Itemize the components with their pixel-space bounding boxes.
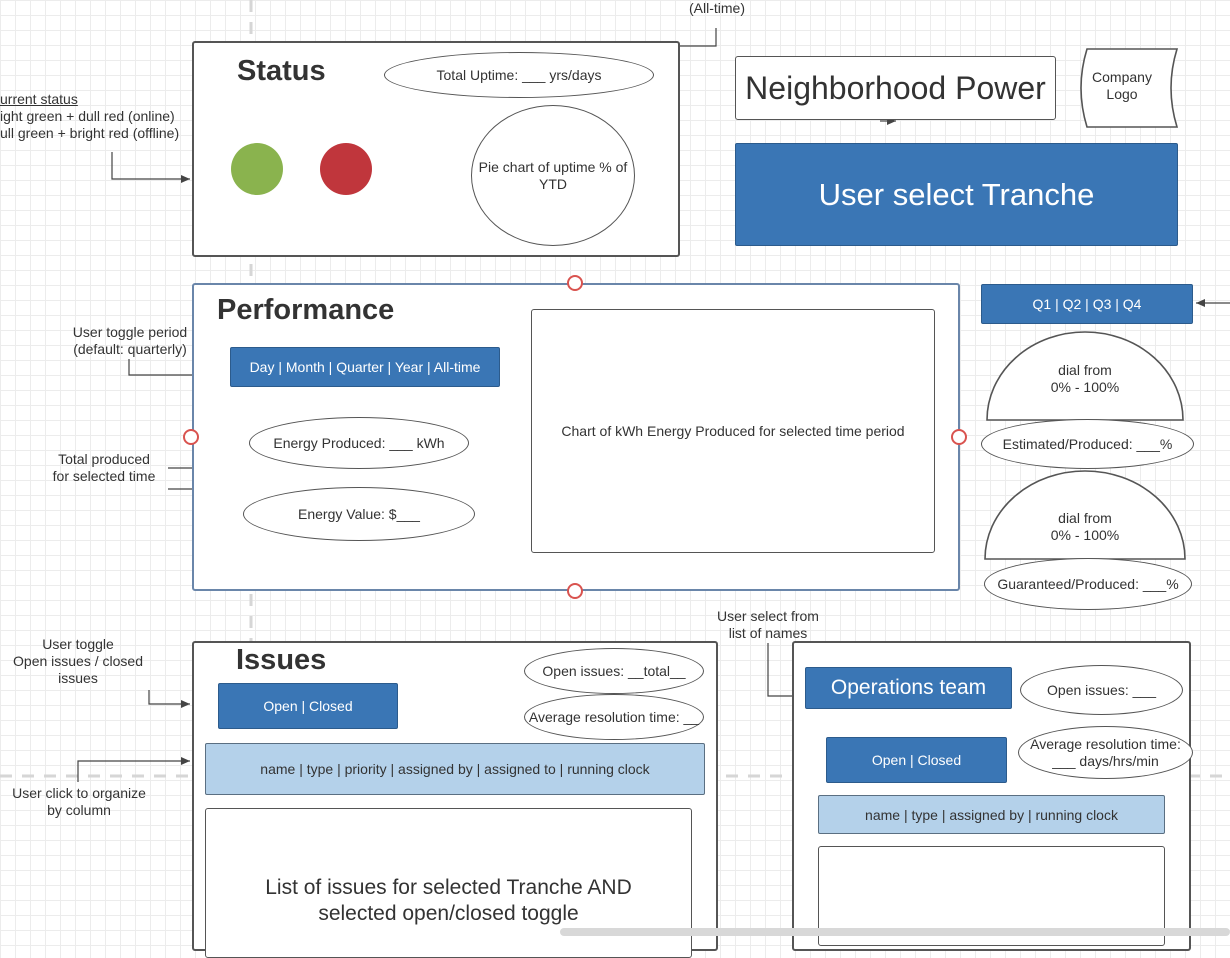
click-organize-annotation: User click to organize by column xyxy=(4,785,154,819)
guaranteed-dial: dial from 0% - 100% xyxy=(984,470,1186,560)
horizontal-scrollbar[interactable] xyxy=(560,928,1230,936)
selection-handle-top[interactable] xyxy=(567,275,583,291)
app-title: Neighborhood Power xyxy=(735,56,1056,120)
toggle-period-annotation: User toggle period (default: quarterly) xyxy=(60,324,200,358)
selection-handle-right[interactable] xyxy=(951,429,967,445)
company-logo: Company Logo xyxy=(1080,48,1179,128)
energy-chart-placeholder: Chart of kWh Energy Produced for selecte… xyxy=(531,309,935,553)
issues-open-closed-toggle[interactable]: Open | Closed xyxy=(218,683,398,729)
operations-open-issues-field: Open issues: ___ xyxy=(1020,665,1183,715)
select-names-line2: list of names xyxy=(728,625,808,641)
dial1-line1: dial from xyxy=(1058,362,1112,378)
pie-line1: Pie chart of uptime % of xyxy=(478,158,628,175)
performance-heading: Performance xyxy=(217,294,395,326)
select-names-line1: User select from xyxy=(717,608,819,624)
logo-line1: Company xyxy=(1092,69,1152,85)
open-issues-total-field: Open issues: __total__ xyxy=(524,648,704,694)
quarter-toggle[interactable]: Q1 | Q2 | Q3 | Q4 xyxy=(981,284,1193,324)
dial2-line1: dial from xyxy=(1058,510,1112,526)
estimated-produced-field: Estimated/Produced: ___% xyxy=(981,419,1194,469)
all-time-annotation: (All-time) xyxy=(689,0,745,16)
operations-column-header[interactable]: name | type | assigned by | running cloc… xyxy=(818,795,1165,834)
total-uptime-field: Total Uptime: ___ yrs/days xyxy=(384,52,654,98)
operations-team-select[interactable]: Operations team xyxy=(805,667,1012,709)
toggle-period-line2: (default: quarterly) xyxy=(73,341,187,357)
period-toggle[interactable]: Day | Month | Quarter | Year | All-time xyxy=(230,347,500,387)
issues-list-line1: List of issues for selected Tranche AND xyxy=(265,876,632,899)
issues-toggle-line2: Open issues / closed xyxy=(13,653,143,669)
estimated-dial: dial from 0% - 100% xyxy=(986,331,1184,421)
current-status-annotation: urrent status ight green + dull red (onl… xyxy=(0,91,179,142)
total-produced-annotation: Total produced for selected time xyxy=(38,451,170,485)
issues-toggle-line1: User toggle xyxy=(42,636,114,652)
dial2-line2: 0% - 100% xyxy=(1051,527,1119,543)
offline-status-light xyxy=(320,143,372,195)
online-status-light xyxy=(231,143,283,195)
energy-value-field: Energy Value: $___ xyxy=(243,487,475,541)
energy-produced-field: Energy Produced: ___ kWh xyxy=(249,417,469,469)
current-status-title: urrent status xyxy=(0,91,78,107)
dial1-line2: 0% - 100% xyxy=(1051,379,1119,395)
operations-avg-line2: ___ days/hrs/min xyxy=(1052,752,1159,769)
current-status-line1: ight green + dull red (online) xyxy=(0,108,175,124)
guaranteed-produced-field: Guaranteed/Produced: ___% xyxy=(984,558,1192,610)
pie-line2: YTD xyxy=(538,175,567,192)
issues-list-line2: selected open/closed toggle xyxy=(318,902,579,925)
click-organize-line1: User click to organize xyxy=(12,785,146,801)
uptime-pie-chart: Pie chart of uptime % of YTD xyxy=(471,105,635,246)
tranche-select-button[interactable]: User select Tranche xyxy=(735,143,1178,246)
toggle-period-line1: User toggle period xyxy=(72,324,188,340)
click-organize-line2: by column xyxy=(47,802,111,818)
current-status-line2: ull green + bright red (offline) xyxy=(0,125,180,141)
selection-handle-left[interactable] xyxy=(183,429,199,445)
average-resolution-field: Average resolution time: __ xyxy=(524,694,704,740)
issues-column-header[interactable]: name | type | priority | assigned by | a… xyxy=(205,743,705,795)
issues-toggle-annotation: User toggle Open issues / closed issues xyxy=(6,636,150,687)
status-heading: Status xyxy=(237,55,326,87)
select-names-annotation: User select from list of names xyxy=(706,608,830,642)
issues-heading: Issues xyxy=(236,644,327,676)
operations-avg-line1: Average resolution time: xyxy=(1030,735,1181,752)
total-produced-line2: for selected time xyxy=(52,468,156,484)
operations-open-closed-toggle[interactable]: Open | Closed xyxy=(826,737,1007,783)
logo-line2: Logo xyxy=(1106,86,1137,102)
selection-handle-bottom[interactable] xyxy=(567,583,583,599)
total-produced-line1: Total produced xyxy=(58,451,150,467)
issues-toggle-line3: issues xyxy=(58,670,98,686)
operations-average-resolution-field: Average resolution time: ___ days/hrs/mi… xyxy=(1018,726,1193,779)
